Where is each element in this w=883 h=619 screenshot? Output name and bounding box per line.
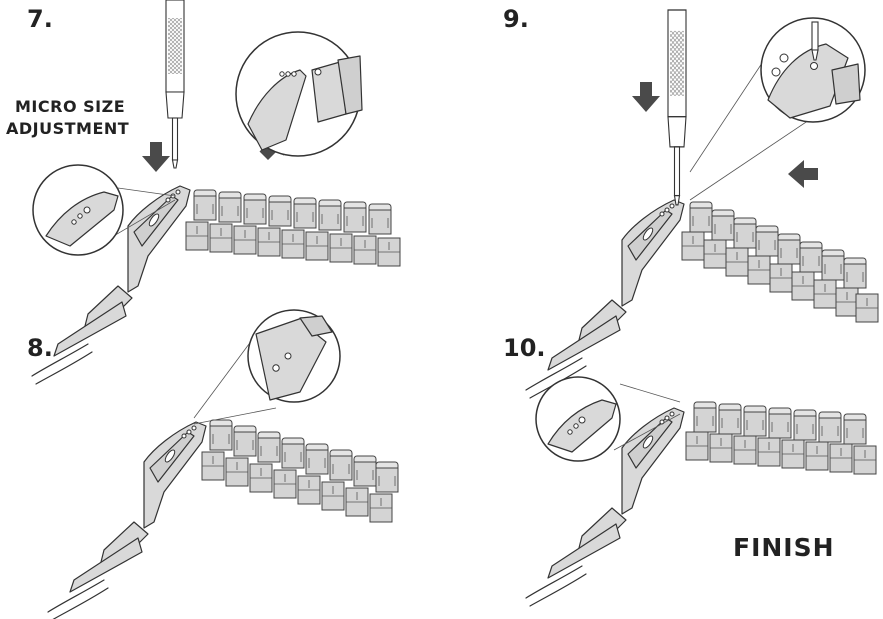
micro-size-label-line1: MICRO SIZE bbox=[15, 97, 125, 116]
push-arrow-icon bbox=[788, 160, 818, 188]
bracelet-links bbox=[686, 402, 876, 474]
step-9-number: 9. bbox=[503, 5, 529, 33]
finish-label: FINISH bbox=[733, 533, 835, 562]
push-arrow-icon bbox=[142, 142, 170, 172]
magnifier-callout-icon bbox=[194, 310, 340, 424]
bracelet-links bbox=[186, 190, 400, 266]
magnifier-callout-icon bbox=[690, 18, 865, 200]
deployment-clasp bbox=[526, 200, 684, 398]
micro-size-label-line2: ADJUSTMENT bbox=[6, 119, 129, 138]
step-8-panel: 8. bbox=[27, 310, 398, 619]
bracelet-links bbox=[682, 202, 878, 322]
screwdriver-icon bbox=[668, 10, 686, 205]
bracelet-links bbox=[202, 420, 398, 522]
step-7-number: 7. bbox=[27, 5, 53, 33]
push-arrow-icon bbox=[632, 82, 660, 112]
step-10-number: 10. bbox=[503, 334, 546, 362]
step-7-panel: 7. MICRO SIZE ADJUSTMENT bbox=[6, 0, 400, 384]
step-8-number: 8. bbox=[27, 334, 53, 362]
screwdriver-icon bbox=[166, 0, 184, 168]
step-9-panel: 9. bbox=[503, 5, 878, 398]
step-10-panel: 10. FINISH bbox=[503, 334, 876, 606]
deployment-clasp bbox=[48, 422, 206, 619]
